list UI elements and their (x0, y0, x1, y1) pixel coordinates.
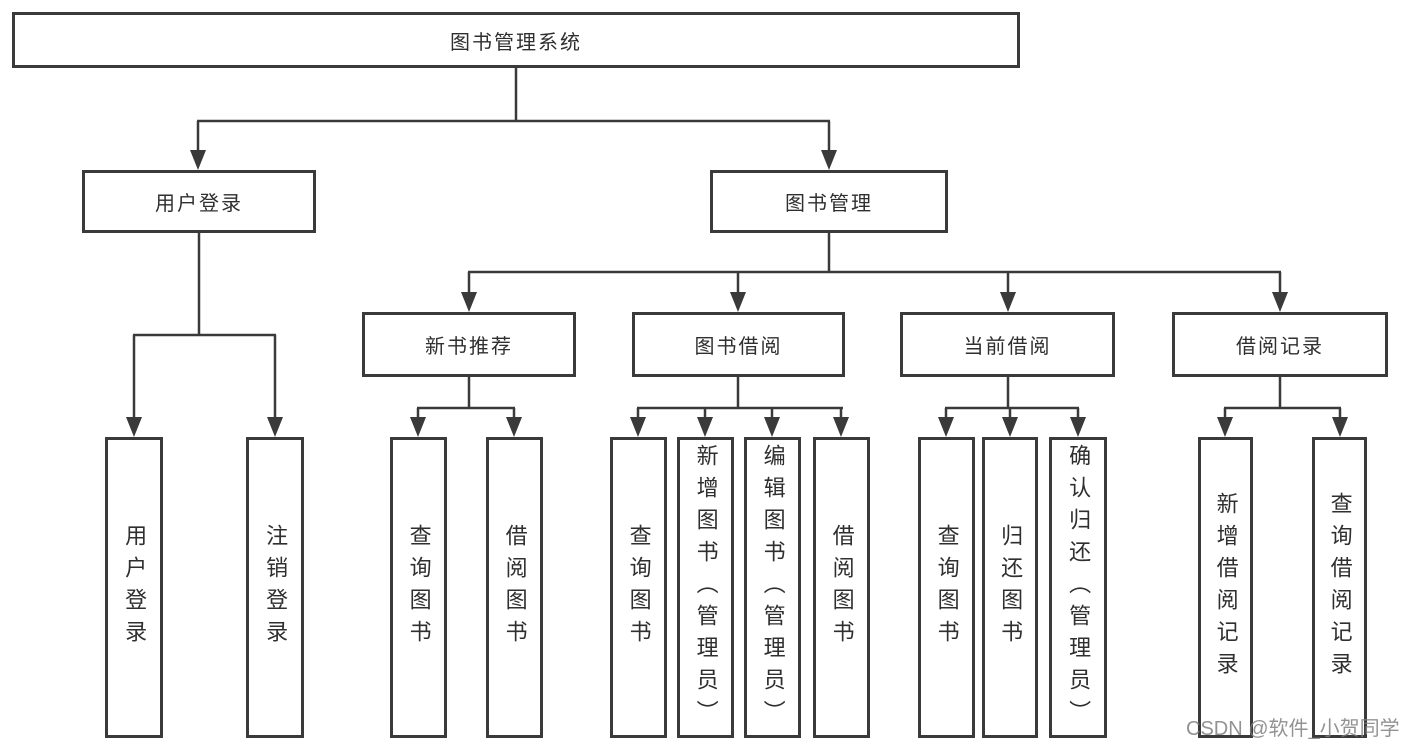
node-book-borrow: 图书借阅 (632, 312, 845, 377)
arrow-down-icon (730, 292, 746, 312)
leaf-rec-borrow-books: 借阅图书 (486, 437, 543, 738)
node-borrow-record: 借阅记录 (1172, 312, 1388, 377)
leaf-current-confirm-return-admin: 确认归还（管理员） (1049, 437, 1107, 738)
leaf-label: 借阅图书 (502, 523, 528, 652)
connector-borrow-record-children (1217, 377, 1348, 437)
node-root: 图书管理系统 (12, 12, 1020, 68)
leaf-logout: 注销登录 (246, 437, 304, 738)
leaf-rec-query-books: 查询图书 (390, 437, 447, 738)
arrow-down-icon (1070, 417, 1086, 437)
arrow-down-icon (1332, 417, 1348, 437)
arrow-down-icon (938, 417, 954, 437)
leaf-label: 注销登录 (263, 523, 289, 652)
connector-new-book-rec-children (410, 377, 522, 437)
node-root-label: 图书管理系统 (450, 31, 582, 54)
arrow-down-icon (1272, 292, 1288, 312)
leaf-borrow-edit-books-admin: 编辑图书（管理员） (744, 437, 801, 738)
leaf-current-query-books: 查询图书 (918, 437, 975, 738)
connector-root-to-level2 (190, 68, 837, 170)
leaf-label: 新增借阅记录 (1213, 491, 1239, 684)
leaf-record-query-record: 查询借阅记录 (1312, 437, 1367, 738)
arrow-down-icon (1217, 417, 1233, 437)
leaf-borrow-borrow-books: 借阅图书 (813, 437, 870, 738)
node-current-borrow: 当前借阅 (900, 312, 1115, 377)
arrow-down-icon (821, 150, 837, 170)
leaf-current-return-books: 归还图书 (982, 437, 1038, 738)
leaf-label: 查询借阅记录 (1327, 491, 1353, 684)
node-current-borrow-label: 当前借阅 (963, 336, 1052, 358)
leaf-label: 用户登录 (122, 523, 148, 652)
connector-current-borrow-children (938, 377, 1086, 437)
arrow-down-icon (1002, 417, 1018, 437)
leaf-borrow-add-books-admin: 新增图书（管理员） (677, 437, 734, 738)
leaf-label: 查询图书 (626, 523, 652, 652)
connector-book-borrow-children (630, 377, 849, 437)
leaf-label: 新增图书（管理员） (693, 443, 719, 732)
node-book-mgmt-label: 图书管理 (785, 193, 873, 215)
node-user-login-label: 用户登录 (155, 193, 243, 215)
leaf-label: 查询图书 (934, 523, 960, 652)
connector-user-login-children (126, 233, 283, 437)
leaf-label: 归还图书 (998, 523, 1024, 652)
watermark: CSDN @软件_小贺同学 (1186, 718, 1400, 740)
connector-book-mgmt-children (461, 233, 1288, 312)
node-new-book-rec: 新书推荐 (362, 312, 576, 377)
arrow-down-icon (506, 417, 522, 437)
leaf-label: 借阅图书 (829, 523, 855, 652)
arrow-down-icon (697, 417, 713, 437)
arrow-down-icon (410, 417, 426, 437)
arrow-down-icon (461, 292, 477, 312)
node-book-borrow-label: 图书借阅 (694, 336, 783, 358)
leaf-label: 确认归还（管理员） (1066, 443, 1092, 732)
leaf-borrow-query-books: 查询图书 (610, 437, 667, 738)
arrow-down-icon (1000, 292, 1016, 312)
leaf-label: 查询图书 (406, 523, 432, 652)
node-borrow-record-label: 借阅记录 (1236, 336, 1324, 358)
leaf-record-add-record: 新增借阅记录 (1198, 437, 1253, 738)
leaf-label: 编辑图书（管理员） (760, 443, 786, 732)
node-new-book-rec-label: 新书推荐 (425, 336, 513, 358)
node-user-login: 用户登录 (82, 170, 316, 233)
leaf-user-login: 用户登录 (105, 437, 163, 738)
node-book-mgmt: 图书管理 (710, 170, 948, 233)
arrow-down-icon (764, 417, 780, 437)
arrow-down-icon (126, 417, 142, 437)
arrow-down-icon (630, 417, 646, 437)
arrow-down-icon (833, 417, 849, 437)
arrow-down-icon (267, 417, 283, 437)
arrow-down-icon (190, 150, 206, 170)
